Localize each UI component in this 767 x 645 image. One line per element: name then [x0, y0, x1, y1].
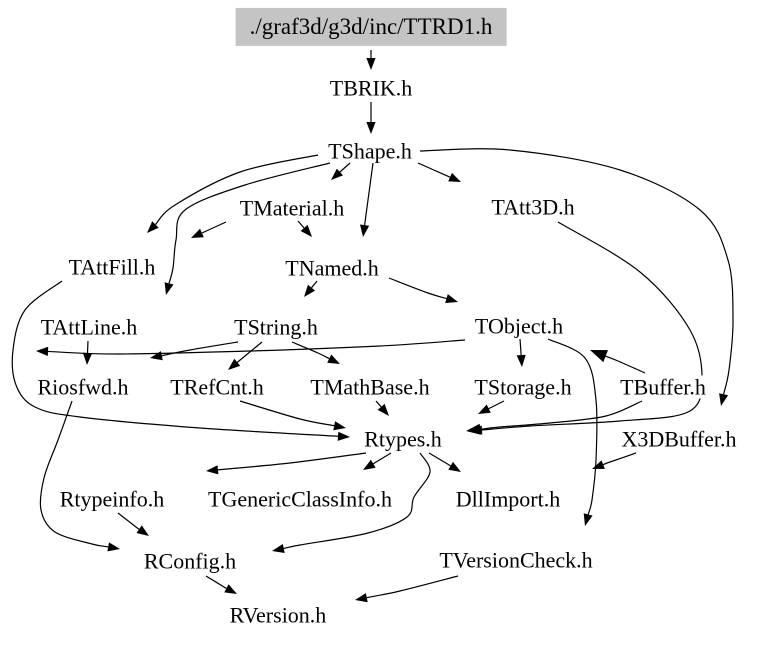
arrowhead-tobject-to-riosfwd [36, 346, 49, 356]
arrowhead-tnamed-to-tstring [304, 284, 316, 297]
graph-node-tbrik[interactable]: TBRIK.h [327, 75, 415, 101]
arrowhead-tattline-to-riosfwd [82, 352, 93, 365]
edge-riosfwd-to-rconfig [39, 400, 120, 552]
edge-tobject-to-riosfwd [36, 339, 466, 356]
arrowhead-rtypes-to-rtypeinfo [206, 465, 219, 475]
arrowhead-tshape-to-x3dbuffer [719, 393, 729, 406]
edge-rtypeinfo-to-rconfig [117, 512, 149, 536]
edge-tshape-to-tnamed [360, 162, 374, 237]
graph-node-tattline[interactable]: TAttLine.h [38, 314, 140, 340]
arrowhead-riosfwd-to-rconfig [107, 542, 120, 552]
arrowhead-tshape-to-tmaterial [331, 168, 343, 180]
graph-node-tstring[interactable]: TString.h [232, 314, 320, 340]
edge-tshape-to-x3dbuffer [419, 148, 734, 406]
edge-tstorage-to-rtypes [478, 400, 505, 414]
arrowhead-tbrik-to-tshape [366, 122, 376, 134]
edge-rtypes-to-rconfig [272, 452, 431, 553]
arrowhead-tmaterial-to-tnamed [300, 224, 312, 237]
arrowhead-rconfig-to-rversion [224, 584, 237, 594]
arrowhead-tmathbase-to-rtypes [377, 403, 389, 416]
graph-node-tnamed[interactable]: TNamed.h [283, 255, 381, 281]
graph-node-rtypeinfo[interactable]: Rtypeinfo.h [57, 486, 167, 512]
graph-node-tstorage[interactable]: TStorage.h [472, 374, 574, 400]
arrowhead-rtypeinfo-to-rconfig [136, 525, 149, 536]
edge-tstring-to-riosfwd [150, 341, 239, 361]
edge-tbuffer-to-rtypes [466, 400, 643, 435]
graph-node-rtypes[interactable]: Rtypes.h [362, 426, 444, 452]
arrowhead-tbuffer-to-tobject [590, 350, 608, 363]
arrowhead-rtypes-to-dllimport [448, 461, 461, 472]
arrowhead-rtypes-to-rconfig [272, 544, 285, 553]
edge-rtypes-to-tgenericclassinfo [363, 452, 392, 470]
edge-tmaterial-to-tattfill [191, 221, 227, 238]
edge-ttrd1-to-tbrik [366, 50, 376, 70]
edge-tbrik-to-tshape [366, 102, 376, 134]
edge-trefcnt-to-rtypes [239, 400, 346, 431]
arrowhead-rtypes-to-tgenericclassinfo [363, 459, 376, 470]
arrowhead-tversioncheck-to-rversion [355, 593, 368, 603]
graph-node-ttrd1: ./graf3d/g3d/inc/TTRD1.h [235, 7, 507, 47]
edge-tattline-to-riosfwd [82, 340, 93, 365]
edge-x3dbuffer-to-dllimport [592, 452, 637, 469]
arrowhead-tnamed-to-tobject [445, 294, 458, 303]
graph-node-tversioncheck[interactable]: TVersionCheck.h [437, 547, 595, 573]
edge-tshape-to-tmaterial [331, 162, 351, 180]
arrowhead-tstring-to-riosfwd [150, 351, 163, 361]
graph-node-tattfill[interactable]: TAttFill.h [66, 254, 158, 280]
edge-tbuffer-to-tobject [590, 350, 646, 374]
edge-tobject-to-tstorage [516, 338, 526, 367]
edge-tshape-to-tatt3d [417, 162, 461, 182]
edge-tstring-to-trefcnt [228, 341, 263, 370]
edge-rtypes-to-rtypeinfo [206, 452, 367, 475]
edge-rconfig-to-rversion [205, 575, 237, 594]
graph-node-tmaterial[interactable]: TMaterial.h [237, 195, 347, 221]
arrowhead-x3dbuffer-to-dllimport [592, 460, 605, 469]
arrowhead-tshape-to-tattfill [147, 221, 159, 233]
edge-tmaterial-to-tnamed [297, 220, 312, 237]
edge-tnamed-to-tstring [304, 280, 318, 297]
arrowhead-tbuffer-to-rtypes [466, 423, 481, 435]
edge-tshape-to-tattfill [147, 154, 319, 233]
edge-tobject-to-tversioncheck [547, 338, 598, 526]
graph-node-tmathbase[interactable]: TMathBase.h [308, 374, 432, 400]
arrowhead-tobject-to-tversioncheck [583, 513, 593, 526]
edge-tshape-to-tattline [164, 162, 331, 295]
graph-node-tshape[interactable]: TShape.h [326, 138, 414, 164]
edge-rtypes-to-dllimport [428, 452, 461, 472]
graph-node-riosfwd[interactable]: Riosfwd.h [35, 374, 131, 400]
graph-node-tobject[interactable]: TObject.h [472, 313, 566, 339]
graph-node-x3dbuffer[interactable]: X3DBuffer.h [619, 426, 739, 452]
graph-node-tgenericclassinfo[interactable]: TGenericClassInfo.h [206, 486, 394, 512]
arrowhead-tobject-to-tstorage [516, 354, 526, 367]
graph-node-rversion[interactable]: RVersion.h [227, 602, 329, 628]
arrowhead-tstring-to-tmathbase [327, 354, 340, 364]
graph-node-tatt3d[interactable]: TAtt3D.h [489, 194, 577, 220]
graph-node-rconfig[interactable]: RConfig.h [141, 548, 239, 574]
arrowhead-tshape-to-tattline [164, 282, 174, 295]
edge-tversioncheck-to-rversion [355, 575, 459, 603]
arrowhead-trefcnt-to-rtypes [333, 421, 346, 431]
graph-node-dllimport[interactable]: DllImport.h [453, 486, 563, 512]
arrowhead-tstring-to-trefcnt [228, 358, 241, 370]
arrowhead-tmaterial-to-tattfill [191, 228, 204, 238]
arrowhead-tstorage-to-rtypes [478, 404, 491, 414]
edge-tmathbase-to-rtypes [375, 400, 389, 416]
edge-tnamed-to-tobject [388, 277, 458, 303]
edge-tstring-to-tmathbase [291, 341, 340, 364]
edge-tattfill-to-rtypes [11, 280, 350, 441]
arrowhead-tshape-to-tatt3d [448, 172, 461, 182]
graph-node-trefcnt[interactable]: TRefCnt.h [168, 374, 266, 400]
arrowhead-tattfill-to-rtypes [337, 431, 350, 441]
arrowhead-ttrd1-to-tbrik [366, 58, 376, 70]
arrowhead-tshape-to-tnamed [360, 224, 370, 237]
graph-node-tbuffer[interactable]: TBuffer.h [618, 374, 708, 400]
